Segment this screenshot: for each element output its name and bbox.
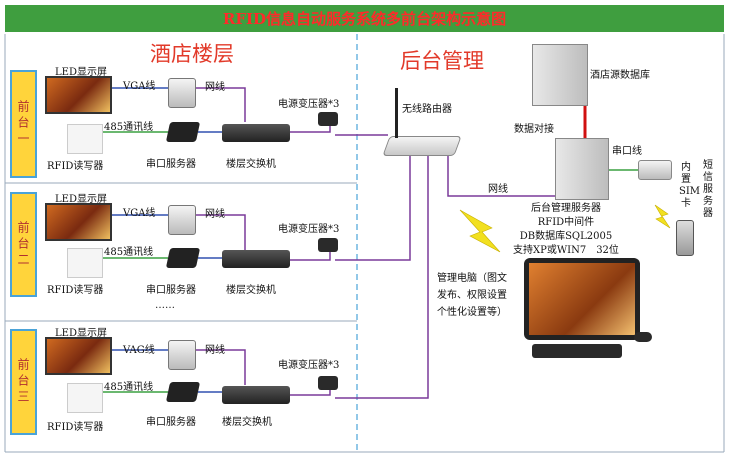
network-converter-icon: [168, 340, 196, 370]
switch-label: 楼层交换机: [222, 417, 272, 428]
serial-line-label: 串口线: [612, 146, 642, 157]
vga-label: VGA线: [123, 208, 156, 219]
rfid-label: RFID读写器: [47, 161, 104, 172]
power-label: 电源变压器*3: [278, 99, 340, 110]
server-description: 后台管理服务器 RFID中间件 DB数据库SQL2005 支持XP或WIN7 3…: [513, 202, 619, 258]
section-backend: 后台管理: [400, 49, 484, 73]
keyboard-icon: [532, 344, 622, 358]
side-label-floor-2: 前台二: [10, 192, 37, 297]
server-line: 后台管理服务器: [530, 203, 601, 214]
backend-server-icon: [555, 138, 609, 200]
rfid-label: RFID读写器: [47, 285, 104, 296]
floor-2-lines: [102, 155, 411, 261]
led-label: LED显示屏: [55, 328, 107, 339]
power-label: 电源变压器*3: [278, 360, 340, 371]
net-cable-label: 网线: [205, 209, 225, 220]
side-label-floor-3: 前台三: [10, 329, 37, 435]
led-screen-icon: [45, 337, 112, 375]
led-screen-icon: [45, 203, 112, 241]
rs485-label: 485通讯线: [104, 122, 154, 133]
network-converter-icon: [168, 205, 196, 235]
router-label: 无线路由器: [402, 104, 452, 115]
net-cable-label: 网线: [205, 82, 225, 93]
server-line: 支持XP或WIN7 32位: [513, 245, 619, 256]
management-pc-description: 管理电脑（图文 发布、权限设置 个性化设置等）: [437, 270, 507, 321]
floor-3-lines: [102, 155, 429, 399]
pc-line: 管理电脑（图文: [437, 273, 507, 284]
side-label-floor-1: 前台一: [10, 70, 37, 178]
rfid-reader-icon: [67, 124, 103, 154]
rfid-reader-icon: [67, 248, 103, 278]
led-label: LED显示屏: [55, 194, 107, 205]
vga-label: VAG线: [123, 345, 155, 356]
rs485-label: 485通讯线: [104, 247, 154, 258]
floor-switch-icon: [222, 250, 290, 268]
network-converter-icon: [168, 78, 196, 108]
power-adapter-icon: [318, 376, 338, 390]
led-screen-icon: [45, 76, 112, 114]
serial-label: 串口服务器: [146, 159, 196, 170]
management-pc-icon: [524, 258, 640, 340]
diagram-title: RFID信息自动服务系统多前台架构示意图: [5, 5, 724, 32]
switch-label: 楼层交换机: [226, 285, 276, 296]
rs485-label: 485通讯线: [104, 382, 154, 393]
led-label: LED显示屏: [55, 67, 107, 78]
pc-line: 发布、权限设置: [437, 290, 507, 301]
hotel-db-server-icon: [532, 44, 588, 106]
mouse-icon: [634, 332, 652, 342]
power-label: 电源变压器*3: [278, 224, 340, 235]
serial-server-icon: [165, 382, 201, 402]
rfid-label: RFID读写器: [47, 422, 104, 433]
hotel-db-label: 酒店源数据库: [590, 70, 650, 81]
data-link-label: 数据对接: [514, 124, 554, 135]
rfid-reader-icon: [67, 383, 103, 413]
sms-modem-icon: [638, 160, 672, 180]
serial-label: 串口服务器: [146, 285, 196, 296]
serial-label: 串口服务器: [146, 417, 196, 428]
pc-line: 个性化设置等）: [437, 307, 507, 318]
floor-1-lines: [102, 87, 388, 136]
switch-label: 楼层交换机: [226, 159, 276, 170]
section-hotel-floors: 酒店楼层: [150, 42, 234, 66]
floor-switch-icon: [222, 124, 290, 142]
wireless-router-icon: [382, 136, 462, 156]
sms-server-label: 短信服务器: [703, 160, 713, 219]
ellipsis-more-floors: ……: [155, 300, 175, 311]
power-adapter-icon: [318, 112, 338, 126]
net-cable-label: 网线: [205, 345, 225, 356]
serial-server-icon: [165, 122, 201, 142]
server-line: RFID中间件: [537, 217, 595, 228]
mobile-phone-icon: [676, 220, 694, 256]
power-adapter-icon: [318, 238, 338, 252]
router-antenna-icon: [395, 88, 398, 138]
backend-net-label: 网线: [488, 184, 508, 195]
serial-server-icon: [165, 248, 201, 268]
server-line: DB数据库SQL2005: [519, 231, 613, 242]
vga-label: VGA线: [123, 81, 156, 92]
sim-card-label: 内置SIM卡: [679, 162, 701, 209]
floor-switch-icon: [222, 386, 290, 404]
